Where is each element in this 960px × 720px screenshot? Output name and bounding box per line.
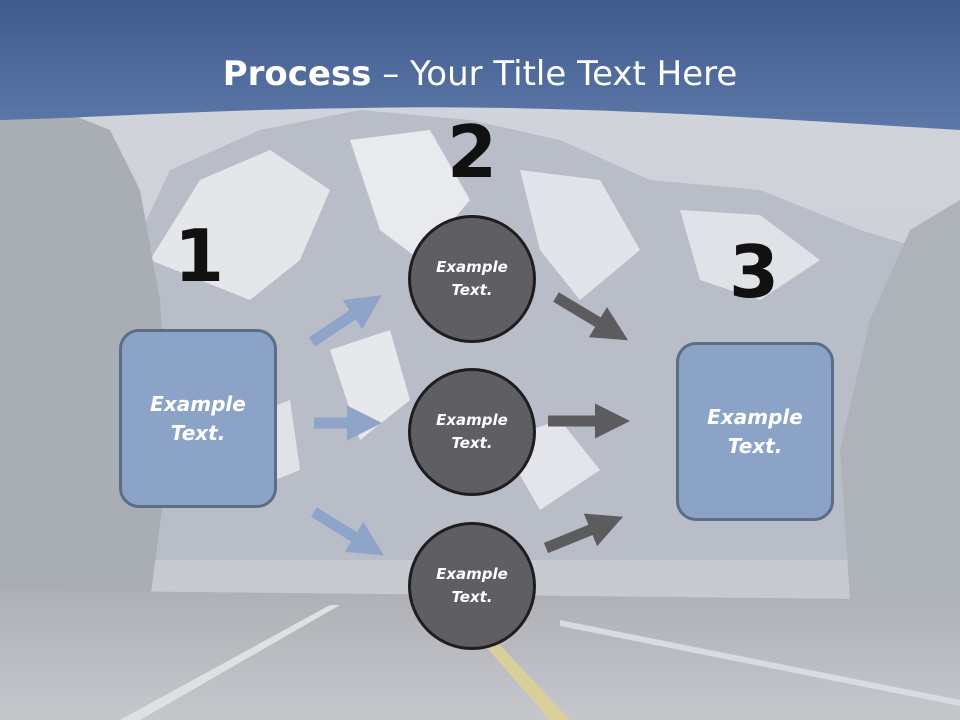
step-number-3: 3	[728, 230, 780, 314]
step-3-box: Example Text.	[676, 342, 834, 521]
step-1-box: Example Text.	[119, 329, 277, 508]
arrow-1-to-bottom	[311, 507, 384, 556]
step-number-1: 1	[173, 214, 225, 298]
title-bold: Process	[222, 54, 372, 94]
slide-title: Process – Your Title Text Here	[0, 52, 960, 96]
arrow-bottom-to-3	[543, 513, 624, 554]
arrow-1-to-top	[308, 295, 382, 347]
step-number-2: 2	[446, 110, 498, 194]
circle-middle: Example Text.	[408, 368, 536, 496]
arrow-top-to-3	[553, 292, 629, 341]
title-rest: – Your Title Text Here	[371, 54, 738, 94]
circle-bottom: Example Text.	[408, 522, 536, 650]
circle-top: Example Text.	[408, 215, 536, 343]
